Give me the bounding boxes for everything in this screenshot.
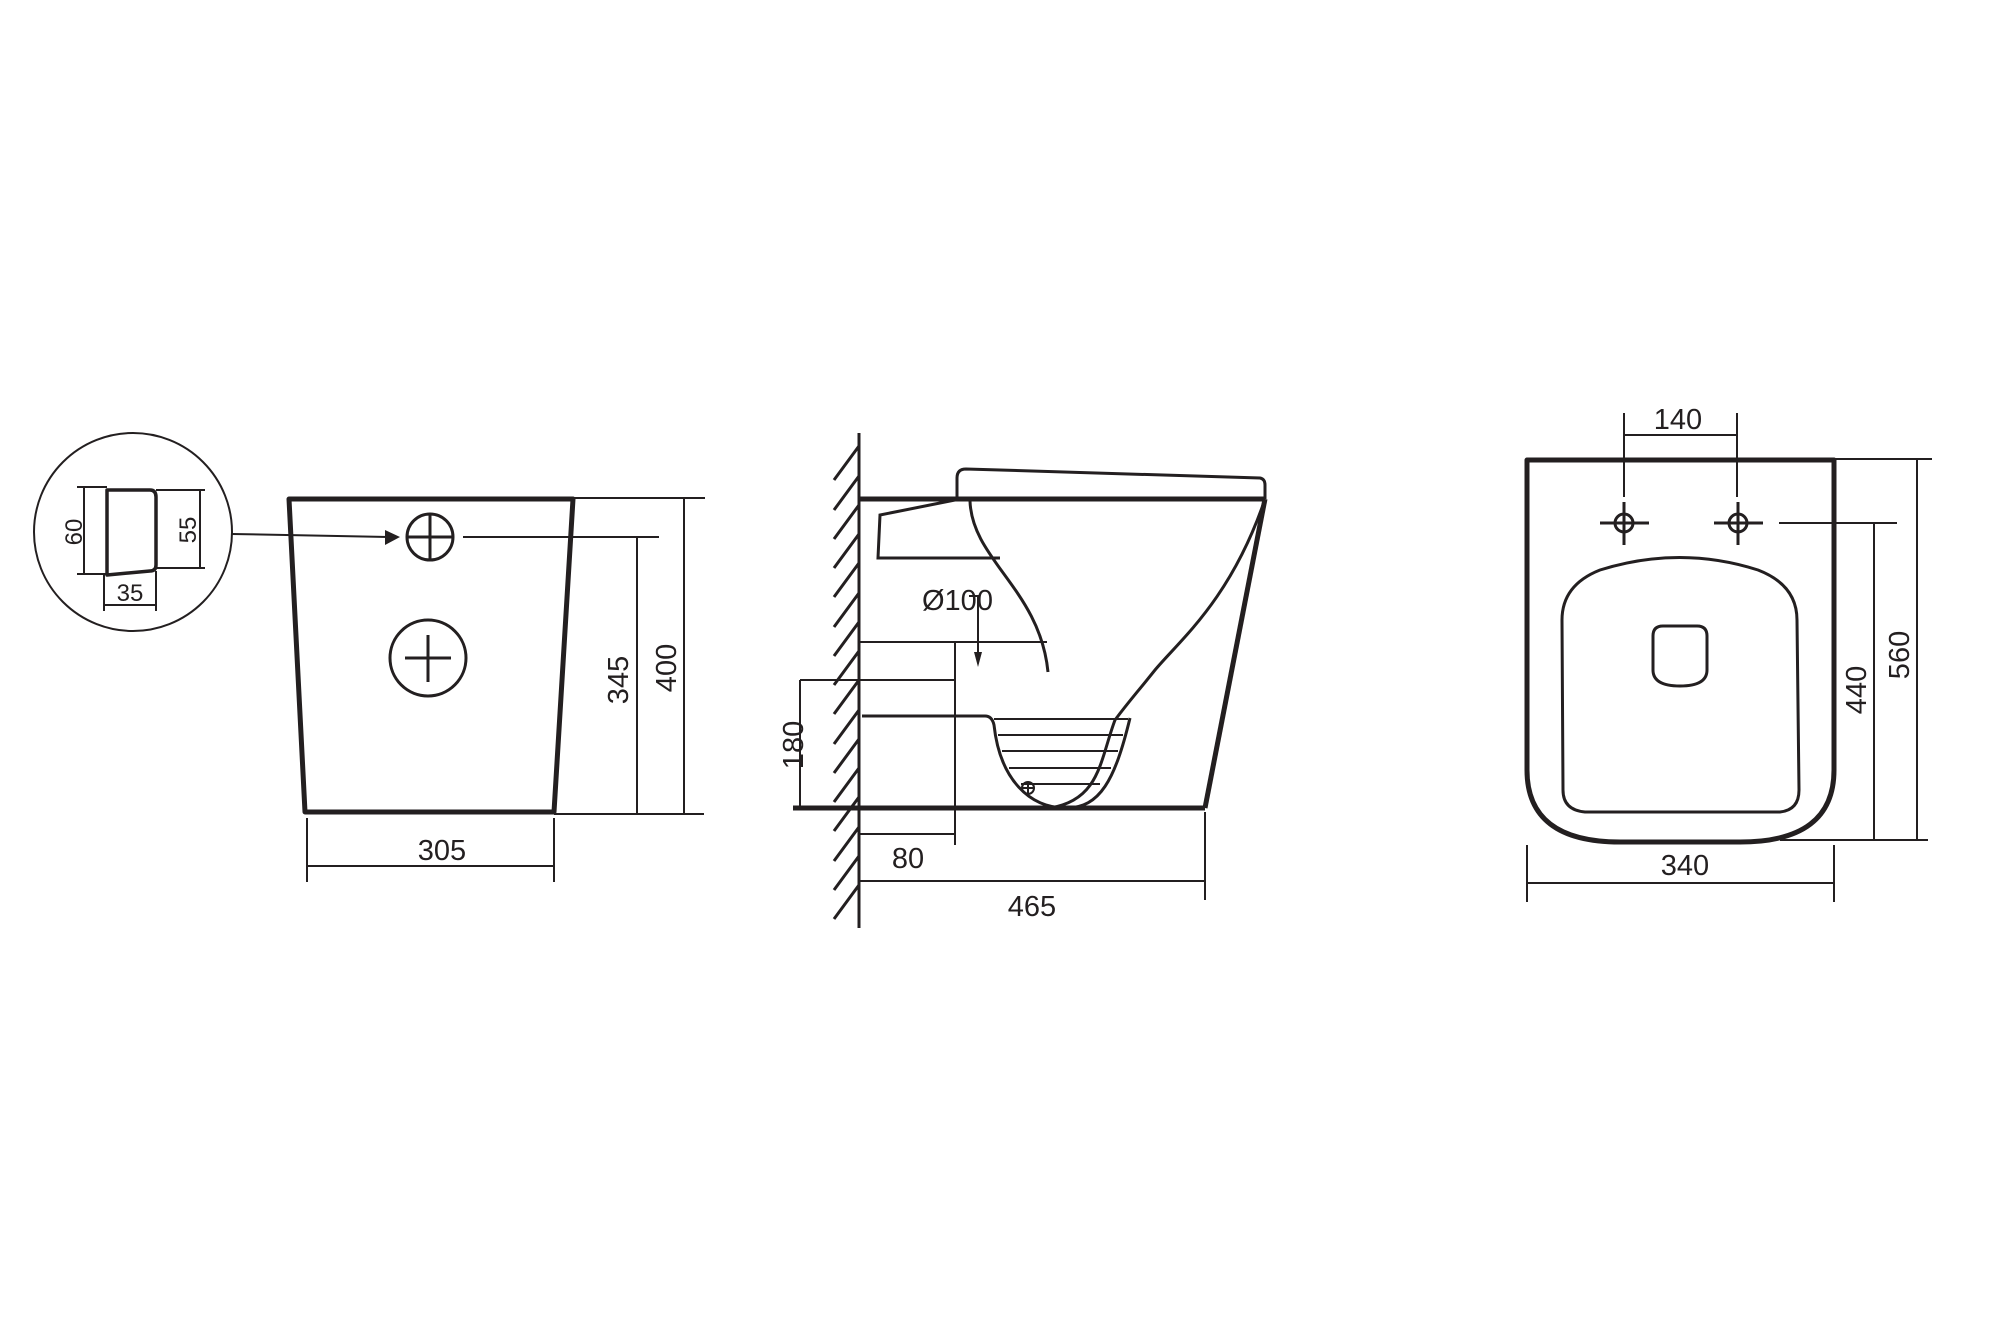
trap-water-lines	[994, 718, 1128, 785]
bolt-hole-right-icon	[1714, 502, 1763, 545]
detail-height-left-label: 60	[61, 519, 88, 546]
bowl-opening	[1560, 556, 1801, 814]
side-view: Ø100 180 80 465	[778, 433, 1268, 928]
detail-width-label: 35	[117, 580, 144, 607]
bolt-hole-left-icon	[1600, 502, 1649, 545]
outlet-height-label: 180	[778, 721, 810, 769]
width-label: 340	[1661, 850, 1709, 882]
leader-arrowhead	[385, 530, 400, 545]
inlet-pipe	[876, 497, 1000, 560]
drain-opening	[1651, 624, 1709, 688]
detail-circle	[33, 432, 233, 632]
seat-lid	[955, 467, 1267, 499]
front-view-outline	[286, 496, 576, 815]
bolt-spacing-label: 140	[1654, 404, 1702, 436]
inlet-height-label: 345	[603, 656, 635, 704]
total-height-label: 400	[651, 644, 683, 692]
trap-curve	[968, 500, 1050, 673]
front-view: 305 345 400	[286, 496, 705, 882]
inlet-detail-callout: 60 55 35	[33, 432, 400, 632]
outlet-diameter-label: Ø100	[922, 585, 993, 617]
front-width-label: 305	[418, 835, 466, 867]
top-view: 140 440 560 340	[1524, 404, 1932, 902]
wall-hatching	[832, 445, 861, 920]
outlet-hole-icon	[388, 618, 468, 698]
length-label: 560	[1884, 631, 1916, 679]
bolt-to-front-label: 440	[1841, 666, 1873, 714]
outlet-offset-label: 80	[892, 843, 924, 875]
top-view-outline	[1524, 457, 1837, 845]
depth-label: 465	[1008, 891, 1056, 923]
inlet-profile-shape	[105, 488, 158, 577]
detail-height-right-label: 55	[175, 517, 202, 544]
